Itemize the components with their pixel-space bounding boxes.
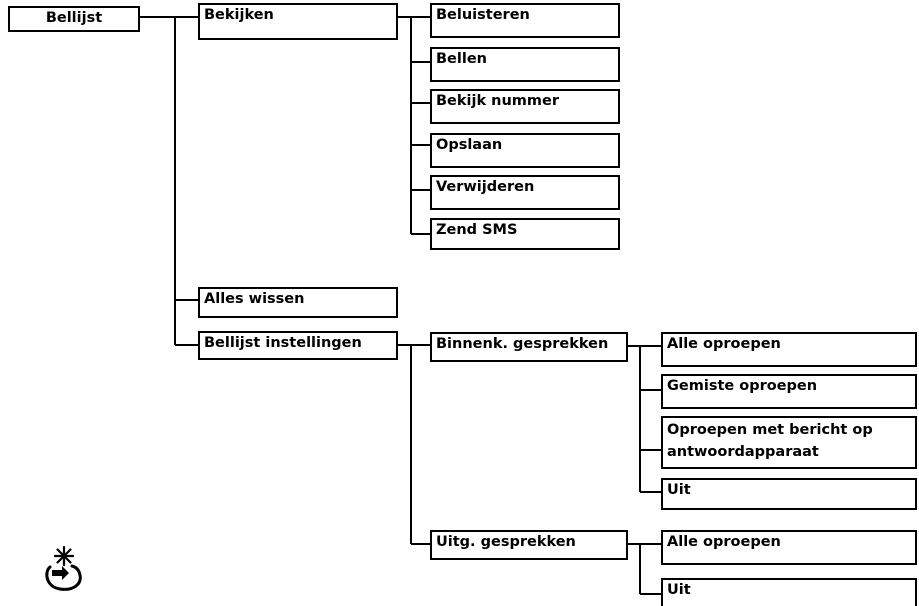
node-bekijk-nummer: Bekijk nummer bbox=[430, 89, 620, 124]
node-bellijst-instellingen: Bellijst instellingen bbox=[198, 331, 398, 360]
node-alles-wissen: Alles wissen bbox=[198, 287, 398, 318]
node-label: Alle oproepen bbox=[667, 336, 781, 352]
node-label-line-2: antwoordapparaat bbox=[667, 444, 819, 460]
node-binnenk-uit: Uit bbox=[661, 478, 917, 510]
node-label: Uit bbox=[667, 482, 691, 498]
node-label: Bekijken bbox=[204, 7, 274, 23]
node-binnenk-gesprekken: Binnenk. gesprekken bbox=[430, 332, 628, 362]
node-label: Bellijst instellingen bbox=[204, 335, 362, 351]
node-zend-sms: Zend SMS bbox=[430, 218, 620, 250]
root-node-bellijst: Bellijst bbox=[8, 6, 140, 32]
node-gemiste-oproepen: Gemiste oproepen bbox=[661, 374, 917, 409]
node-beluisteren: Beluisteren bbox=[430, 3, 620, 38]
node-label: Alle oproepen bbox=[667, 534, 781, 550]
node-binnenk-alle-oproepen: Alle oproepen bbox=[661, 332, 917, 367]
node-uitg-uit: Uit bbox=[661, 578, 917, 606]
node-bellen: Bellen bbox=[430, 47, 620, 82]
node-label: Bellijst bbox=[45, 10, 103, 26]
node-label: Verwijderen bbox=[436, 179, 535, 195]
node-label: Opslaan bbox=[436, 137, 503, 153]
node-label: Bekijk nummer bbox=[436, 93, 560, 109]
node-verwijderen: Verwijderen bbox=[430, 175, 620, 210]
node-label: Alles wissen bbox=[204, 291, 305, 307]
node-bekijken: Bekijken bbox=[198, 3, 398, 40]
node-uitg-gesprekken: Uitg. gesprekken bbox=[430, 530, 628, 560]
node-uitg-alle-oproepen: Alle oproepen bbox=[661, 530, 917, 565]
node-oproepen-met-bericht: Oproepen met bericht op antwoordapparaat bbox=[661, 416, 917, 469]
node-label: Uit bbox=[667, 582, 691, 598]
node-label: Binnenk. gesprekken bbox=[436, 336, 609, 352]
node-label: Gemiste oproepen bbox=[667, 378, 818, 394]
node-label: Beluisteren bbox=[436, 7, 530, 23]
node-label-line-1: Oproepen met bericht op bbox=[667, 422, 873, 438]
node-opslaan: Opslaan bbox=[430, 133, 620, 168]
menu-navigation-icon bbox=[45, 545, 82, 591]
node-label: Zend SMS bbox=[436, 222, 518, 238]
node-label: Bellen bbox=[436, 51, 487, 67]
node-label: Uitg. gesprekken bbox=[436, 534, 576, 550]
